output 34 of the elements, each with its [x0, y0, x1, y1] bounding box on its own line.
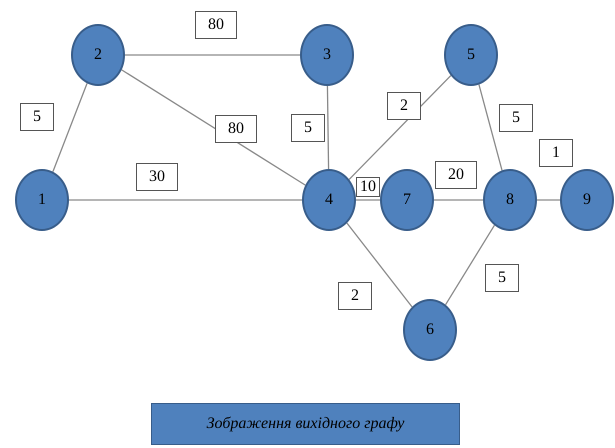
edge-label: 20 — [435, 161, 477, 189]
edge-label: 80 — [195, 11, 237, 39]
graph-vertex: 3 — [300, 24, 354, 86]
graph-vertex: 5 — [444, 24, 498, 86]
edge-line — [537, 199, 560, 201]
edge-label: 2 — [338, 282, 372, 310]
edge-line — [125, 54, 300, 56]
edge-line — [445, 224, 495, 306]
edge-label: 5 — [499, 104, 533, 132]
edge-label: 10 — [356, 177, 380, 197]
edge-label: 30 — [136, 163, 178, 191]
edge-line — [121, 69, 306, 186]
graph-vertex: 8 — [483, 169, 537, 231]
edge-line — [69, 199, 302, 201]
edge-label: 80 — [215, 115, 257, 143]
graph-vertex: 9 — [560, 169, 614, 231]
edge-line — [346, 222, 413, 308]
edge-label: 5 — [291, 114, 325, 142]
graph-vertex: 2 — [71, 24, 125, 86]
edge-label: 2 — [387, 92, 421, 120]
graph-vertex: 6 — [403, 299, 457, 361]
edge-line — [52, 83, 88, 172]
edge-line — [326, 86, 330, 170]
edge-line — [434, 199, 483, 201]
caption-box: Зображення вихідного графу — [151, 403, 460, 445]
graph-vertex: 4 — [302, 169, 356, 231]
graph-vertex: 7 — [380, 169, 434, 231]
edge-line — [478, 84, 503, 171]
edge-label: 1 — [539, 139, 573, 167]
edge-line — [356, 199, 380, 201]
edge-label: 5 — [485, 264, 519, 292]
edge-line — [348, 75, 452, 180]
edge-label: 5 — [20, 103, 54, 131]
graph-vertex: 1 — [15, 169, 69, 231]
